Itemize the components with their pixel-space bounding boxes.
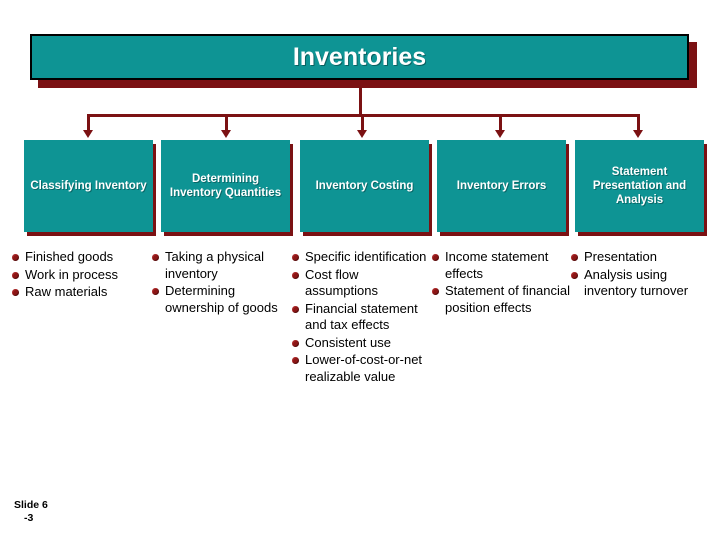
- bullet-list-5: Presentation Analysis using inventory tu…: [571, 249, 711, 301]
- list-item: Raw materials: [12, 284, 152, 301]
- column-inventory-errors: Inventory Errors: [437, 140, 569, 236]
- connector-stem: [359, 88, 362, 116]
- list-item-label: Analysis using inventory turnover: [584, 266, 689, 299]
- column-header-label: Statement Presentation and Analysis: [592, 166, 687, 206]
- header-box[interactable]: Classifying Inventory: [24, 140, 153, 232]
- page-title: Inventories: [292, 42, 427, 71]
- list-item-label: Financial statement and tax effects: [305, 300, 418, 333]
- list-item-label: Specific identification: [305, 249, 427, 264]
- list-item: Finished goods: [12, 249, 152, 266]
- column-classifying-inventory: Classifying Inventory: [24, 140, 156, 236]
- list-item-label: Income statement effects: [445, 249, 549, 281]
- list-item: Work in process: [12, 267, 152, 284]
- list-item: Determining ownership of goods: [152, 283, 284, 316]
- column-determining-inventory-quantities: Determining Inventory Quantities: [161, 140, 293, 236]
- list-item: Income statement effects: [432, 249, 572, 282]
- column-header-label: Determining Inventory Quantities: [169, 173, 282, 199]
- arrow-head-icon-5: [633, 130, 643, 138]
- list-item: Analysis using inventory turnover: [571, 267, 711, 300]
- list-item: Cost flow assumptions: [292, 267, 432, 300]
- list-item-label: Consistent use: [305, 334, 391, 350]
- column-header-label: Inventory Errors: [456, 180, 547, 192]
- list-item: Statement of financial position effects: [432, 283, 572, 316]
- bullet-dot-icon: [12, 254, 19, 261]
- arrow-head-icon-1: [83, 130, 93, 138]
- bullet-dot-icon: [152, 288, 159, 295]
- list-item: Lower-of-cost-or-net realizable value: [292, 352, 432, 385]
- bullet-dot-icon: [571, 254, 578, 261]
- header-box[interactable]: Determining Inventory Quantities: [161, 140, 290, 232]
- arrow-head-icon-4: [495, 130, 505, 138]
- list-item: Financial statement and tax effects: [292, 301, 432, 334]
- column-inventory-costing: Inventory Costing: [300, 140, 432, 236]
- bullet-dot-icon: [292, 357, 299, 364]
- bullet-dot-icon: [292, 339, 299, 347]
- list-item: Presentation: [571, 249, 711, 266]
- column-header-label: Inventory Costing: [315, 180, 414, 192]
- connector-drop-2: [225, 114, 228, 132]
- list-item-label: Work in process: [25, 266, 118, 282]
- arrow-head-icon-2: [221, 130, 231, 138]
- bullet-dot-icon: [432, 254, 439, 261]
- bullet-list-3: Specific identification Cost flow assump…: [292, 249, 432, 386]
- column-statement-presentation-and-analysis: Statement Presentation and Analysis: [575, 140, 707, 236]
- bullet-dot-icon: [12, 271, 19, 279]
- header-box[interactable]: Inventory Costing: [300, 140, 429, 232]
- bullet-dot-icon: [12, 289, 19, 296]
- slide-number: Slide 6 -3: [14, 499, 48, 525]
- header-box[interactable]: Inventory Errors: [437, 140, 566, 232]
- bullet-dot-icon: [432, 288, 439, 295]
- connector-drop-1: [87, 114, 90, 132]
- connector-drop-4: [499, 114, 502, 132]
- bullet-dot-icon: [292, 271, 299, 279]
- bullet-list-1: Finished goods Work in process Raw mater…: [12, 249, 152, 302]
- list-item-label: Cost flow assumptions: [305, 266, 378, 299]
- list-item: Taking a physical inventory: [152, 249, 284, 282]
- bullet-dot-icon: [292, 254, 299, 261]
- list-item: Specific identification: [292, 249, 432, 266]
- bullet-dot-icon: [292, 305, 299, 313]
- list-item-label: Raw materials: [25, 284, 108, 299]
- column-header-label: Classifying Inventory: [30, 180, 147, 192]
- list-item-label: Determining ownership of goods: [165, 283, 278, 315]
- slide-number-line2: -3: [24, 512, 34, 524]
- title-banner: Inventories: [30, 34, 689, 80]
- list-item-label: Lower-of-cost-or-net realizable value: [305, 352, 423, 384]
- bullet-list-2: Taking a physical inventory Determining …: [152, 249, 284, 317]
- connector-drop-3: [361, 114, 364, 132]
- list-item: Consistent use: [292, 335, 432, 352]
- list-item-label: Finished goods: [25, 249, 114, 264]
- bullet-list-4: Income statement effects Statement of fi…: [432, 249, 572, 317]
- slide-number-line1: Slide 6: [14, 499, 48, 511]
- bullet-dot-icon: [571, 271, 578, 279]
- list-item-label: Presentation: [584, 249, 657, 264]
- connector-drop-5: [637, 114, 640, 132]
- arrow-head-icon-3: [357, 130, 367, 138]
- header-box[interactable]: Statement Presentation and Analysis: [575, 140, 704, 232]
- bullet-dot-icon: [152, 254, 159, 261]
- list-item-label: Statement of financial position effects: [445, 283, 571, 315]
- list-item-label: Taking a physical inventory: [165, 249, 264, 281]
